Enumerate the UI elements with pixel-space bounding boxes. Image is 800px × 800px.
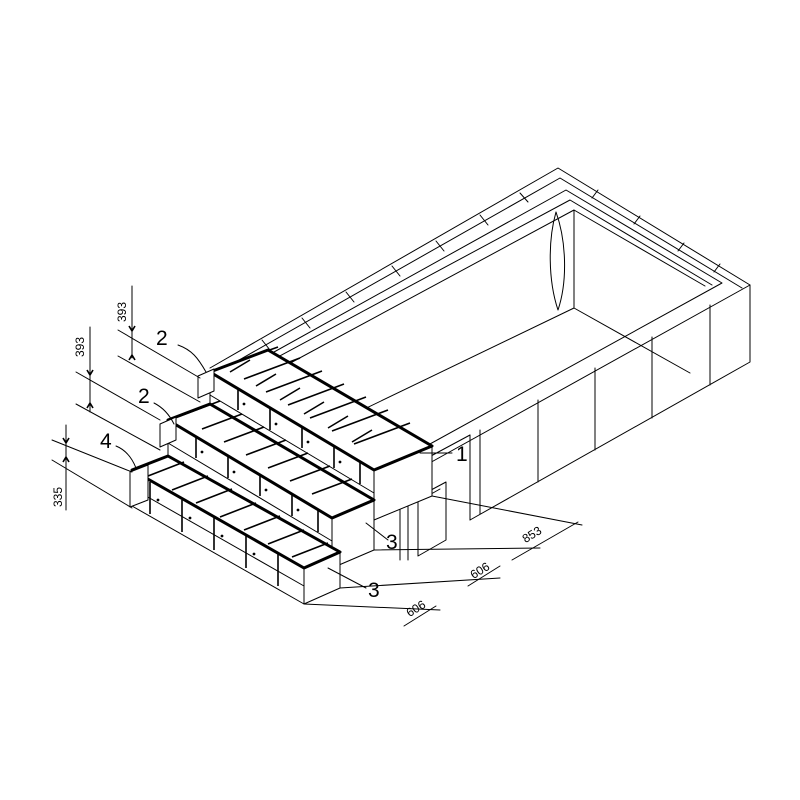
dim-tread-lower: 606 bbox=[404, 597, 429, 620]
callout-labels: 1 2 2 3 3 4 bbox=[100, 327, 468, 602]
side-blocks bbox=[129, 368, 215, 508]
dimension-lines bbox=[51, 285, 583, 627]
pool-basin bbox=[209, 167, 751, 561]
dim-riser-middle: 393 bbox=[73, 337, 87, 357]
callout-2-lower: 2 bbox=[138, 385, 150, 408]
callout-3-upper: 3 bbox=[386, 531, 398, 554]
dim-platform: 853 bbox=[520, 523, 545, 546]
stair-frame bbox=[130, 346, 434, 605]
callout-3-lower: 3 bbox=[368, 579, 380, 602]
callout-1: 1 bbox=[456, 443, 468, 466]
callout-4: 4 bbox=[100, 430, 112, 453]
bolt-markers bbox=[156, 402, 342, 556]
leader-lines bbox=[115, 344, 453, 589]
callout-2-upper: 2 bbox=[156, 327, 168, 350]
stair-tier-bottom bbox=[130, 454, 342, 605]
dim-riser-bottom: 335 bbox=[51, 487, 65, 507]
dim-riser-top: 393 bbox=[115, 302, 129, 322]
